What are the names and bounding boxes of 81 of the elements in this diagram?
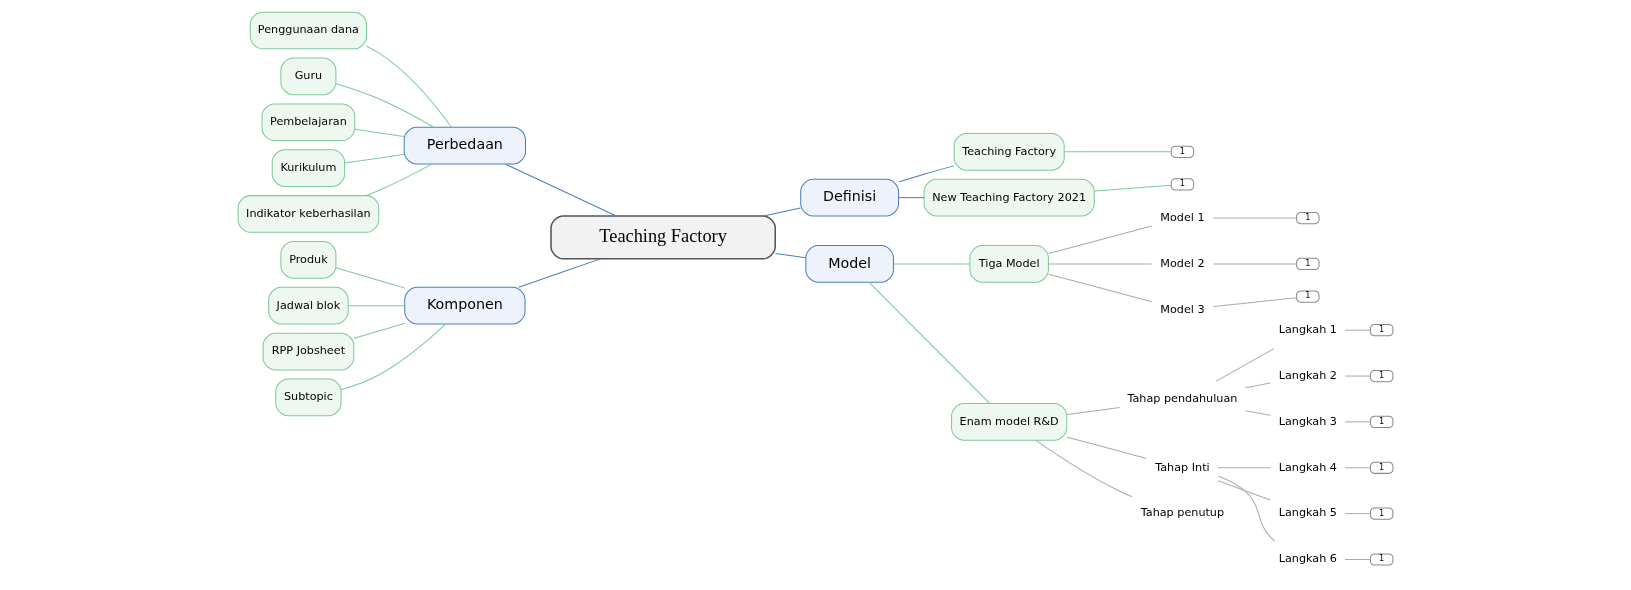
node-box: Perbedaan (403, 126, 526, 165)
connector (898, 197, 925, 199)
node-box: Indikator keberhasilan (237, 195, 380, 233)
connector (898, 165, 955, 183)
connector (505, 163, 617, 217)
node-box: 1 (1370, 553, 1394, 566)
connector (1212, 217, 1297, 219)
connector (366, 45, 452, 128)
node-box: Model (805, 245, 894, 283)
node-box: Kurikulum (271, 149, 346, 187)
connector (1217, 480, 1271, 501)
connector (1217, 467, 1271, 469)
node-box: RPP Jobsheet (262, 332, 355, 371)
connector (347, 305, 405, 307)
node-box: 1 (1170, 145, 1195, 158)
node-text: Langkah 1 (1278, 323, 1337, 337)
connector (1063, 151, 1172, 153)
node-box: Subtopic (275, 378, 342, 417)
node-box: 1 (1170, 178, 1195, 191)
node-text: Model 3 (1160, 302, 1205, 316)
node-box: Teaching Factory (550, 215, 776, 260)
node-text: Langkah 4 (1278, 460, 1337, 474)
node-text: Model 2 (1160, 256, 1205, 270)
node-box: 1 (1296, 290, 1320, 303)
connector (1212, 297, 1297, 308)
connector (1048, 263, 1153, 265)
connector (353, 322, 406, 339)
node-box: Guru (280, 57, 337, 96)
connector (1217, 475, 1276, 542)
node-box: Penggunaan dana (249, 11, 367, 50)
connector (354, 128, 405, 138)
connector (868, 281, 990, 404)
node-box: 1 (1370, 369, 1394, 383)
node-box: Enam model R&D (951, 403, 1068, 441)
connector (1344, 375, 1371, 377)
node-box: Komponen (404, 286, 526, 325)
connector (365, 163, 433, 196)
node-box: Jadwal blok (268, 286, 349, 325)
connector (1212, 263, 1297, 265)
connector (344, 153, 405, 164)
connector (1244, 382, 1271, 389)
connector (1093, 184, 1172, 192)
node-box: Teaching Factory (953, 132, 1065, 171)
node-box: 1 (1296, 211, 1320, 225)
node-box: 1 (1370, 324, 1394, 337)
node-text: Model 1 (1160, 210, 1205, 224)
connector (1048, 225, 1153, 255)
connector (1344, 329, 1371, 331)
connector (763, 207, 801, 217)
node-box: Tiga Model (969, 245, 1049, 283)
connector (1215, 348, 1275, 382)
connector (893, 263, 971, 265)
node-box: Definisi (800, 178, 900, 217)
node-box: New Teaching Factory 2021 (923, 178, 1095, 217)
node-box: 1 (1370, 507, 1394, 520)
connector (1048, 273, 1153, 303)
connector (335, 267, 406, 289)
connector (335, 83, 435, 128)
node-text: Tahap Inti (1155, 460, 1210, 474)
node-text: Langkah 2 (1278, 368, 1337, 382)
connector (1066, 407, 1121, 415)
node-box: 1 (1370, 415, 1394, 428)
connector (1066, 436, 1148, 459)
node-text: Tahap penutup (1140, 506, 1225, 520)
connector (1344, 559, 1371, 560)
connector (340, 323, 446, 391)
node-text: Langkah 5 (1278, 506, 1337, 520)
node-box: Pembelajaran (261, 103, 356, 142)
node-box: 1 (1296, 257, 1320, 271)
node-text: Langkah 3 (1278, 414, 1337, 428)
connector (1344, 513, 1371, 515)
node-box: Produk (280, 241, 337, 279)
node-text: Langkah 6 (1278, 552, 1337, 566)
connector (518, 258, 601, 288)
node-box: 1 (1370, 461, 1394, 474)
connector (1244, 410, 1271, 416)
node-text: Tahap pendahuluan (1127, 392, 1238, 406)
connector (1344, 467, 1371, 469)
connector (774, 252, 807, 259)
connector (1035, 439, 1133, 498)
connector (1344, 421, 1371, 423)
